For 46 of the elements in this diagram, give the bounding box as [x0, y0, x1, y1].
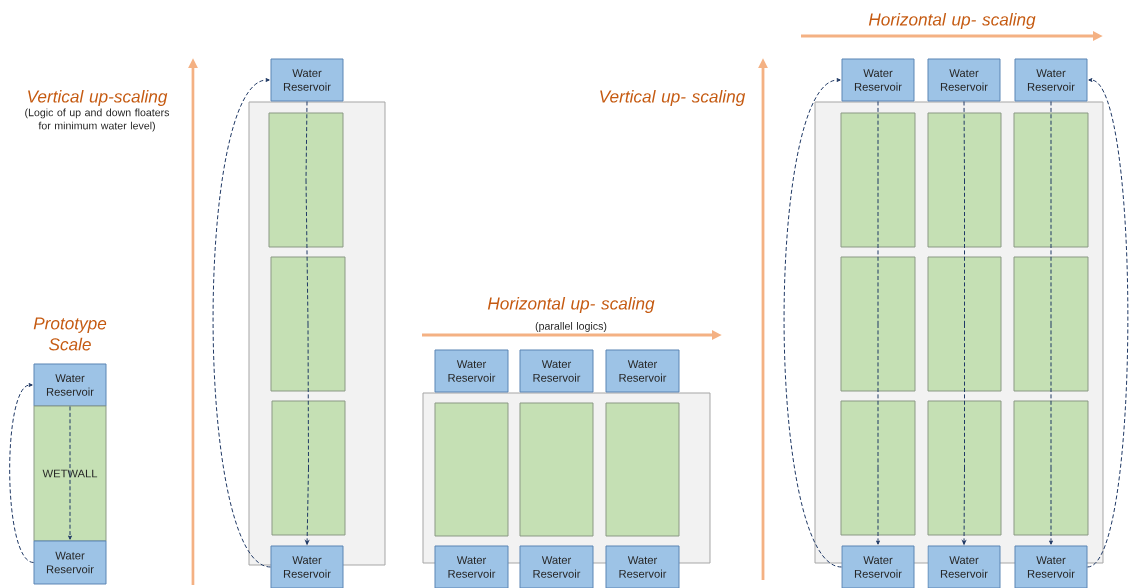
subheading: (parallel logics) — [535, 322, 607, 332]
dashed-arrow — [68, 473, 72, 540]
reservoir-box: Water Reservoir — [605, 545, 680, 588]
dashed-arrow — [9, 383, 34, 563]
dashed-arrow — [1087, 78, 1129, 568]
reservoir-box: Water Reservoir — [33, 363, 107, 407]
reservoir-box: Water Reservoir — [927, 545, 1001, 588]
wetwall-panel — [927, 256, 1002, 392]
dashed-arrow — [962, 467, 966, 545]
dashed-arrow — [305, 467, 310, 545]
heading: Vertical up- scaling — [600, 90, 746, 106]
reservoir-box: Water Reservoir — [1014, 58, 1088, 102]
heading: Horizontal up- scaling — [868, 13, 1036, 29]
reservoir-box: Water Reservoir — [434, 349, 509, 393]
wetwall-panel — [927, 400, 1002, 536]
wetwall-panel — [1013, 256, 1089, 392]
reservoir-box: Water Reservoir — [927, 58, 1001, 102]
reservoir-box: Water Reservoir — [434, 545, 509, 588]
reservoir-box: Water Reservoir — [605, 349, 680, 393]
dashed-arrow — [876, 467, 880, 545]
wetwall-panel — [840, 256, 916, 392]
wetwall-panel — [840, 112, 916, 248]
wetwall-panel — [1013, 112, 1089, 248]
reservoir-box: Water Reservoir — [841, 545, 915, 588]
heading: Vertical up-scaling — [28, 90, 168, 106]
reservoir-box: Water Reservoir — [1014, 545, 1088, 588]
reservoir-box: Water Reservoir — [841, 58, 915, 102]
wetwall-panel — [927, 112, 1002, 248]
wetwall-panel — [268, 112, 344, 248]
wetwall-panel — [840, 400, 916, 536]
dashed-arrow — [1049, 467, 1053, 545]
wetwall-panel — [270, 256, 346, 392]
wetwall-panel — [434, 402, 509, 537]
wetwall-panel — [271, 400, 346, 536]
reservoir-box: Water Reservoir — [519, 349, 594, 393]
subheading: (Logic of up and down floaters for minimum water level) — [25, 108, 170, 132]
reservoir-box: Water Reservoir — [270, 545, 344, 588]
wetwall-panel — [605, 402, 680, 537]
reservoir-box: Water Reservoir — [33, 540, 107, 585]
wetwall-panel — [519, 402, 594, 537]
dashed-arrow — [783, 78, 842, 568]
wetwall-panel: WETWALL — [33, 405, 107, 542]
reservoir-box: Water Reservoir — [519, 545, 594, 588]
wetwall-panel — [1013, 400, 1089, 536]
reservoir-box: Water Reservoir — [270, 58, 344, 102]
heading: Horizontal up- scaling — [487, 297, 655, 313]
